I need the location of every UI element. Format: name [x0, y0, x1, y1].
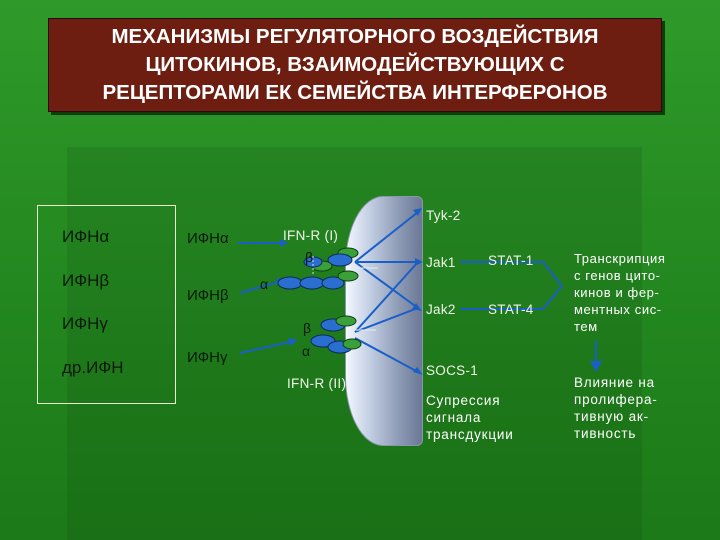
receptor-complex-1 [277, 247, 359, 290]
arrowhead [280, 239, 288, 247]
stat4-label: STAT-4 [488, 302, 534, 317]
title-line-2: ЦИТОКИНОВ, ВЗАИМОДЕЙСТВУЮЩИХ С [145, 53, 565, 76]
arrow-stat4-transcription [542, 285, 563, 310]
receptor-ifnr2-label: IFN-R (II) [287, 376, 347, 391]
arrow-to-socs1 [354, 337, 419, 373]
ifn-gamma-label: ИФНγ [62, 314, 108, 333]
arrow-r2-to-jak1 [354, 261, 419, 333]
arrowhead [412, 303, 422, 311]
transcription-label: Транскрипция с генов цито- кинов и фер- … [574, 251, 666, 334]
arrowhead [413, 367, 423, 375]
arrow-r2-to-jak2 [354, 307, 419, 333]
jak1-label: Jak1 [426, 255, 456, 270]
arrow-stat1-transcription [542, 261, 563, 287]
tyk2-label: Tyk-2 [426, 208, 461, 223]
ifn-list-box [37, 205, 176, 404]
arrow-ifnb-receptor [239, 281, 279, 294]
receptor-alpha-2-label: α [302, 343, 311, 359]
receptor-alpha-1-label: α [260, 276, 269, 292]
ifn-beta-label: ИФНβ [62, 271, 110, 290]
jak2-label: Jak2 [426, 302, 456, 317]
page-title: МЕХАНИЗМЫ РЕГУЛЯТОРНОГО ВОЗДЕЙСТВИЯ ЦИТО… [48, 18, 662, 112]
receptor-beta-1-label: β [305, 249, 314, 265]
arrowhead [413, 208, 422, 216]
receptor-beta-2-label: β [303, 320, 312, 336]
suppression-label: Супрессия сигнала трансдукции [426, 393, 514, 442]
ifn-alpha-label: ИФНα [62, 227, 110, 246]
ligand-beta-label: ИФНβ [187, 287, 229, 304]
arrowhead [288, 338, 298, 346]
influence-label: Влияние на пролифера- тивную ак- тивност… [574, 375, 658, 441]
stat1-label: STAT-1 [488, 253, 534, 268]
arrow-r1-to-jak2 [354, 261, 419, 309]
arrowhead [415, 258, 423, 266]
title-line-3: РЕЦЕПТОРАМИ ЕК СЕМЕЙСТВА ИНТЕРФЕРОНОВ [102, 81, 608, 104]
socs1-label: SOCS-1 [426, 363, 479, 378]
arrow-ifng-receptor [239, 341, 291, 354]
arrow-to-tyk2 [354, 211, 419, 263]
ligand-alpha-label: ИФНα [187, 230, 229, 247]
ifn-other-label: др.ИФН [62, 358, 124, 377]
title-line-1: МЕХАНИЗМЫ РЕГУЛЯТОРНОГО ВОЗДЕЙСТВИЯ [111, 25, 599, 48]
receptor-complex-2 [310, 315, 362, 354]
receptor-ifnr1-label: IFN-R (I) [283, 228, 339, 243]
arrowhead [590, 361, 602, 372]
ligand-gamma-label: ИФНγ [187, 349, 228, 366]
